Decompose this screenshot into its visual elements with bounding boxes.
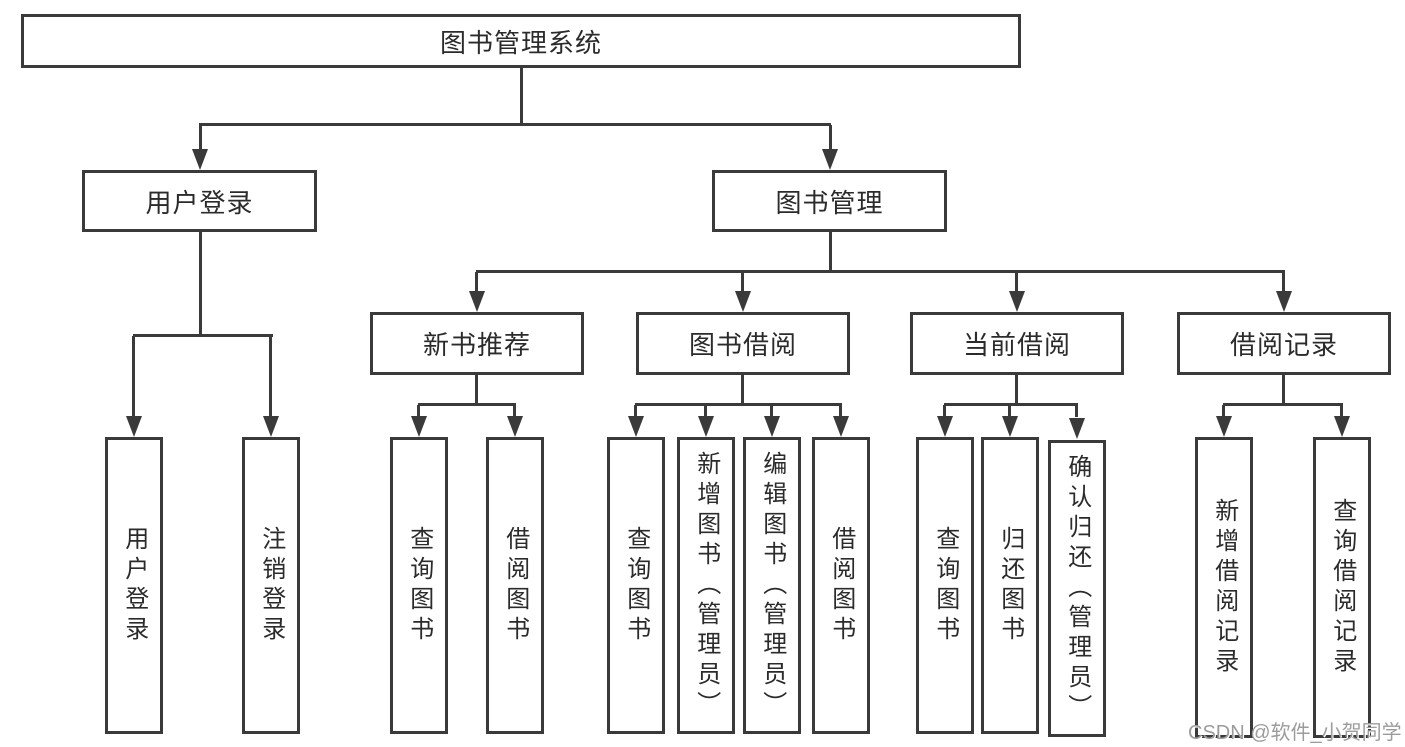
leaf-label: 查询图书 — [931, 525, 959, 646]
arrowhead-to-cb-query — [937, 416, 953, 437]
leaf-label: 借阅图书 — [501, 525, 529, 646]
edge-current-branch — [944, 403, 1078, 406]
node-book-management: 图书管理 — [712, 170, 947, 232]
edge-to-bb-query — [634, 405, 637, 417]
edge-to-book-mgmt — [829, 125, 832, 152]
leaf-query-book-under-borrowing: 查询图书 — [607, 437, 665, 734]
edge-user-login-trunk — [199, 232, 202, 337]
leaf-borrow-book-under-borrowing: 借阅图书 — [812, 437, 870, 734]
edge-records-branch — [1223, 403, 1343, 406]
edge-root-branch — [199, 123, 831, 126]
leaf-label: 编辑图书（管理员） — [758, 450, 786, 721]
edge-to-leaf-logout — [269, 336, 272, 417]
edge-book-mgmt-branch — [476, 270, 1285, 273]
arrowhead-to-bb-add — [698, 416, 714, 437]
node-new-book-recommend: 新书推荐 — [370, 312, 584, 375]
leaf-label: 注销登录 — [257, 525, 285, 646]
leaf-query-book-under-current: 查询图书 — [916, 437, 974, 734]
leaf-logout: 注销登录 — [242, 437, 300, 734]
edge-new-rec-trunk — [475, 375, 478, 406]
csdn-watermark: CSDN @软件_小贺同学 — [1188, 722, 1402, 744]
edge-to-current — [1015, 272, 1018, 292]
arrowhead-to-bb-borrow — [833, 416, 849, 437]
leaf-label: 用户登录 — [120, 525, 148, 646]
edge-to-nr-borrow — [513, 405, 516, 417]
edge-to-bb-edit — [770, 405, 773, 417]
leaf-label: 确认归还（管理员） — [1063, 453, 1091, 724]
edge-borrowing-trunk — [741, 375, 744, 406]
edge-records-trunk — [1282, 375, 1285, 406]
arrowhead-to-cb-confirm — [1069, 418, 1085, 439]
leaf-add-borrow-record: 新增借阅记录 — [1195, 437, 1253, 738]
node-borrowing-records: 借阅记录 — [1177, 312, 1391, 375]
node-root: 图书管理系统 — [21, 14, 1021, 68]
arrowhead-to-bb-edit — [764, 416, 780, 437]
arrowhead-to-records — [1276, 291, 1292, 312]
leaf-label: 归还图书 — [996, 525, 1024, 646]
edge-to-nr-query — [417, 405, 420, 417]
arrowhead-to-book-mgmt — [822, 149, 838, 170]
arrowhead-to-br-query — [1334, 416, 1350, 437]
arrowhead-to-leaf-user-login — [126, 416, 142, 437]
edge-to-borrowing — [741, 272, 744, 292]
leaf-add-book-admin: 新增图书（管理员） — [677, 437, 735, 734]
leaf-borrow-book-under-new-rec: 借阅图书 — [486, 437, 544, 734]
edge-to-cb-confirm — [1075, 405, 1078, 417]
arrowhead-to-cb-return — [1002, 416, 1018, 437]
node-current-borrowing: 当前借阅 — [910, 312, 1124, 375]
leaf-label: 查询图书 — [622, 525, 650, 646]
edge-root-trunk — [520, 68, 523, 125]
node-book-borrowing: 图书借阅 — [636, 312, 850, 375]
arrowhead-to-user-login — [192, 149, 208, 170]
leaf-edit-book-admin: 编辑图书（管理员） — [743, 437, 801, 734]
leaf-confirm-return-admin: 确认归还（管理员） — [1048, 440, 1106, 737]
edge-to-br-query — [1340, 405, 1343, 417]
edge-to-leaf-user-login — [132, 336, 135, 417]
leaf-query-book-under-new-rec: 查询图书 — [390, 437, 448, 734]
edge-to-cb-return — [1008, 405, 1011, 417]
arrowhead-to-leaf-logout — [263, 416, 279, 437]
edge-to-bb-borrow — [839, 405, 842, 417]
edge-to-cb-query — [943, 405, 946, 417]
arrowhead-to-current — [1009, 291, 1025, 312]
edge-to-br-add — [1222, 405, 1225, 417]
arrowhead-to-br-add — [1216, 416, 1232, 437]
arrowhead-to-bb-query — [628, 416, 644, 437]
edge-to-bb-add — [704, 405, 707, 417]
leaf-query-borrow-record: 查询借阅记录 — [1313, 437, 1371, 738]
edge-user-login-branch — [133, 334, 273, 337]
edge-to-records — [1282, 272, 1285, 292]
arrowhead-to-nr-borrow — [507, 416, 523, 437]
edge-to-user-login — [199, 125, 202, 152]
leaf-label: 新增图书（管理员） — [692, 450, 720, 721]
leaf-label: 借阅图书 — [827, 525, 855, 646]
edge-borrowing-branch — [635, 403, 842, 406]
arrowhead-to-new-rec — [469, 291, 485, 312]
leaf-label: 新增借阅记录 — [1210, 497, 1238, 678]
leaf-label: 查询图书 — [405, 525, 433, 646]
edge-new-rec-branch — [418, 403, 516, 406]
arrowhead-to-borrowing — [735, 291, 751, 312]
arrowhead-to-nr-query — [411, 416, 427, 437]
node-user-login: 用户登录 — [82, 170, 317, 232]
leaf-return-book: 归还图书 — [981, 437, 1039, 734]
leaf-user-login: 用户登录 — [105, 437, 163, 734]
edge-current-trunk — [1015, 375, 1018, 406]
edge-book-mgmt-trunk — [829, 232, 832, 273]
edge-to-new-rec — [475, 272, 478, 292]
leaf-label: 查询借阅记录 — [1328, 497, 1356, 678]
